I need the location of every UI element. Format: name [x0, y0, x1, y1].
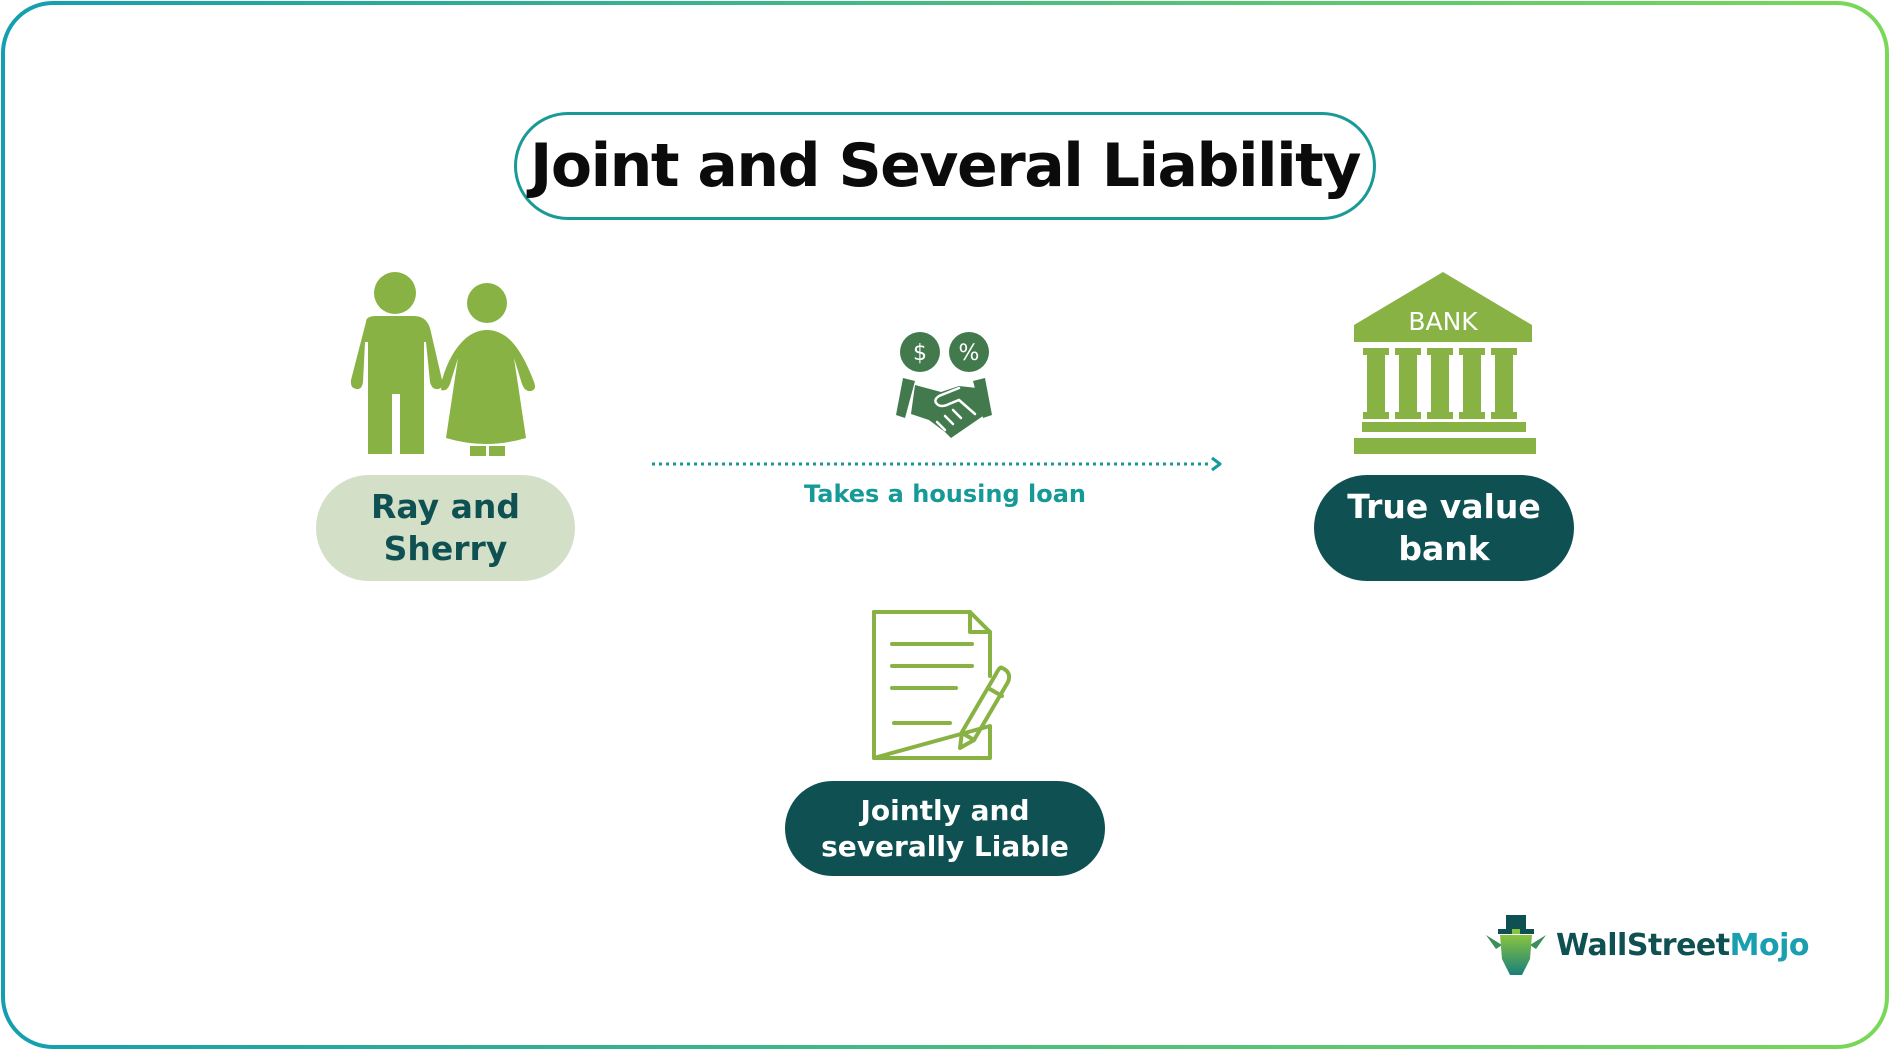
liability-line2: severally Liable [821, 829, 1069, 863]
lender-name-line2: bank [1398, 529, 1490, 568]
bank-icon: BANK [1354, 272, 1536, 454]
bank-icon-text: BANK [1408, 307, 1478, 336]
handshake-loan-icon: $ % [896, 332, 992, 438]
lender-name-line1: True value [1347, 486, 1541, 526]
borrowers-name-line1: Ray and [370, 486, 521, 526]
liability-node-label: Jointly and severally Liable [785, 781, 1105, 876]
couple-icon [350, 272, 535, 456]
signed-document-icon [872, 610, 1012, 760]
lender-node-label: True value bank [1314, 475, 1574, 581]
loan-arrow [652, 456, 1222, 472]
edge-label: Takes a housing loan [803, 480, 1087, 508]
logo-text-mojo: Mojo [1729, 927, 1810, 963]
bull-mascot-icon [1486, 915, 1546, 975]
borrowers-name-line2: Sherry [383, 529, 508, 568]
borrowers-node-label: Ray and Sherry [316, 475, 575, 581]
dollar-symbol: $ [913, 341, 927, 366]
page-title: Joint and Several Liability [530, 131, 1361, 201]
logo-text-wallstreet: WallStreet [1556, 927, 1730, 963]
liability-line1: Jointly and [860, 793, 1030, 827]
title-pill: Joint and Several Liability [514, 112, 1376, 220]
percent-symbol: % [959, 341, 980, 366]
